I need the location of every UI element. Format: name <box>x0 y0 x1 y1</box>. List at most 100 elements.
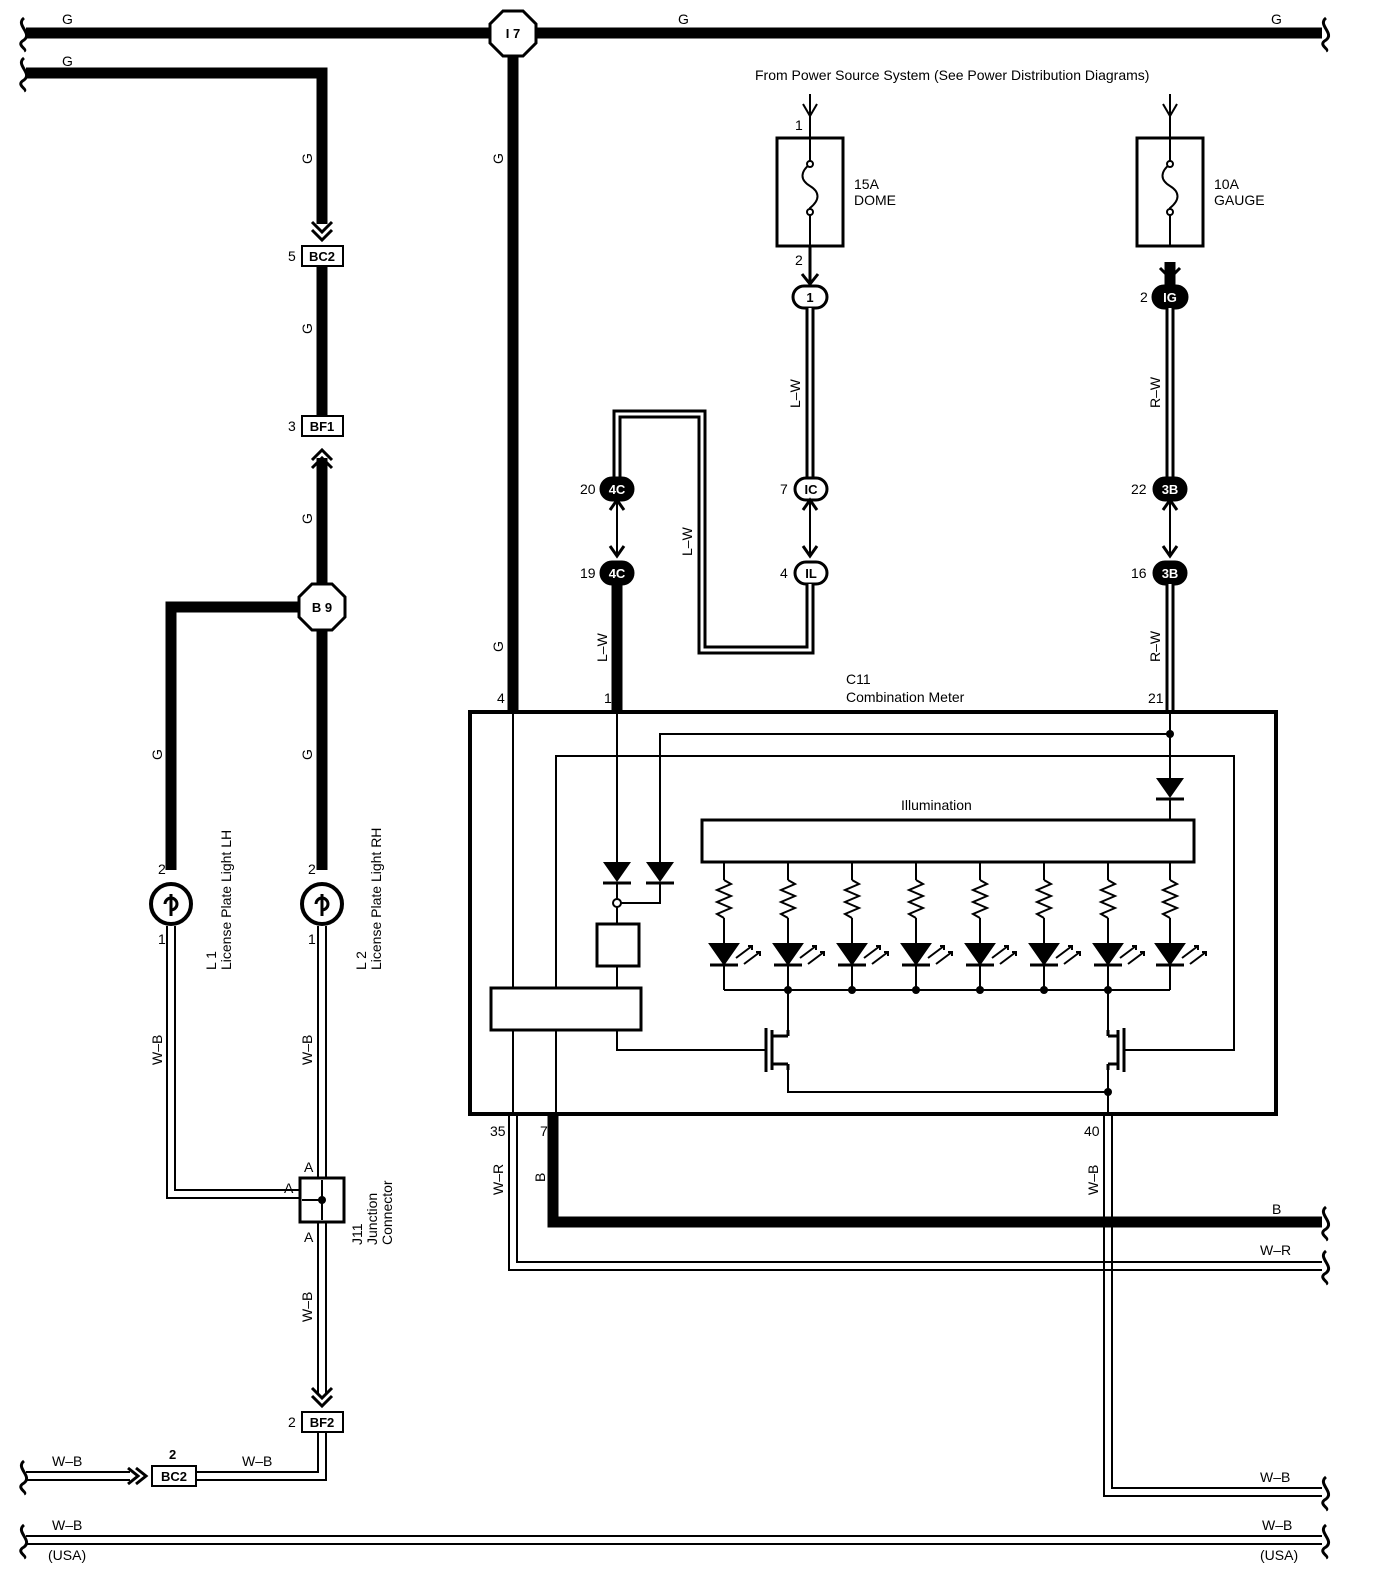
meter-pin: 4 <box>497 690 505 706</box>
transistor <box>1106 1028 1126 1072</box>
lamp-rh: 2 1 L 2 License Plate Light RH <box>300 828 384 970</box>
fuse-name: GAUGE <box>1214 192 1265 208</box>
meter-pin: 1 <box>604 690 612 706</box>
connector-pin: 5 <box>288 248 296 264</box>
g-bus-top: G G G <box>19 11 1331 53</box>
wire-color-label: W–B <box>52 1453 82 1469</box>
fuse-pin: 2 <box>795 252 803 268</box>
connector-id: IG <box>1163 290 1177 305</box>
connector-pin: 20 <box>580 481 596 497</box>
diode <box>1156 778 1184 801</box>
lamp-pin: 2 <box>158 861 166 877</box>
illumination-label: Illumination <box>901 797 972 813</box>
connector-id: 1 <box>806 290 813 305</box>
wire-color-label: W–R <box>490 1164 506 1195</box>
connector-id: BC2 <box>161 1469 187 1484</box>
lamp-pin: 2 <box>308 861 316 877</box>
wire-color-label: W–B <box>52 1517 82 1533</box>
wire-color-label: W–B <box>1085 1165 1101 1195</box>
junction-pin: A <box>284 1180 294 1196</box>
wire-color-label: W–B <box>1262 1517 1292 1533</box>
lamp-id: L 2 <box>353 951 369 970</box>
rw-wire-gauge: R–W <box>1147 308 1175 478</box>
connector-id: 4C <box>609 482 626 497</box>
wb-bus-usa: W–B W–B (USA) (USA) <box>19 1517 1331 1563</box>
wb-wires-lamps: W–B W–B <box>149 926 327 1199</box>
lamp-pin: 1 <box>158 931 166 947</box>
wire-color-label: G <box>299 749 315 760</box>
illumination-bar <box>700 818 1196 864</box>
junction-pin: A <box>304 1229 314 1245</box>
wire-color-label: W–B <box>299 1035 315 1065</box>
wire-color-label: G <box>678 11 689 27</box>
transistor <box>764 1028 790 1072</box>
connector-pin: 16 <box>1131 565 1147 581</box>
wr-wire: W–R W–R <box>490 1114 1331 1286</box>
g-wire-left: G G <box>19 53 334 243</box>
g-left-vertical: G G G G <box>149 266 334 870</box>
connector-il: IL 4 <box>780 560 829 586</box>
wire-color-label: G <box>1271 11 1282 27</box>
connector-ic: IC 7 <box>780 476 829 559</box>
splice-label: B 9 <box>312 600 332 615</box>
b-wire: B B <box>532 1114 1331 1242</box>
wire-color-label: G <box>490 153 506 164</box>
wb-wire-bc2-bottom: W–B W–B <box>19 1432 327 1496</box>
connector-pin: 4 <box>780 565 788 581</box>
connector-pin: 3 <box>288 418 296 434</box>
wire-color-label: G <box>149 749 165 760</box>
wire-color-label: R–W <box>1147 376 1163 408</box>
connector-1: 1 <box>791 284 829 310</box>
lamp-pin: 1 <box>308 931 316 947</box>
junction-j11: A A A J11 Junction Connector <box>284 1159 395 1245</box>
connector-id: IC <box>805 482 819 497</box>
splice-b9: B 9 <box>297 582 347 632</box>
wire-color-label: G <box>62 53 73 69</box>
wire-color-label: G <box>299 323 315 334</box>
connector-id: 4C <box>609 566 626 581</box>
connector-id: IL <box>805 566 817 581</box>
wire-color-label: W–B <box>299 1292 315 1322</box>
connector-pin: 7 <box>780 481 788 497</box>
fuse-rating: 15A <box>854 176 880 192</box>
splice-i7: I 7 G G <box>488 9 538 712</box>
meter-name: Combination Meter <box>846 689 965 705</box>
wire-color-label: L–W <box>679 526 695 556</box>
meter-pin: 40 <box>1084 1123 1100 1139</box>
wb-wire-bf2: W–B <box>299 1222 334 1409</box>
connector-pin: 2 <box>288 1414 296 1430</box>
wire-color-label: W–R <box>1260 1242 1291 1258</box>
lamp-id: L 1 <box>203 951 219 970</box>
connector-bc2-bottom: BC2 2 <box>151 1447 197 1487</box>
meter-pin: 35 <box>490 1123 506 1139</box>
lw-wire-loop: L–W <box>612 409 815 655</box>
combination-meter: C11 Combination Meter 4 1 21 35 7 40 <box>468 671 1278 1139</box>
wire-color-label: G <box>62 11 73 27</box>
wb-wire-meter: W–B W–B <box>1085 1114 1331 1512</box>
fuse-pin: 1 <box>795 117 803 133</box>
connector-pin: 19 <box>580 565 596 581</box>
fuse-rating: 10A <box>1214 176 1240 192</box>
diode <box>646 862 674 885</box>
meter-pin: 21 <box>1148 690 1164 706</box>
wire-color-label: W–B <box>1260 1469 1290 1485</box>
lamp-name: License Plate Light RH <box>368 828 384 970</box>
connector-bf2: BF2 2 <box>288 1411 344 1433</box>
rw-wire-meter: R–W <box>1147 584 1175 712</box>
connector-ig: IG 2 <box>1140 284 1189 310</box>
connector-bc2-top: BC2 5 <box>288 245 344 267</box>
lw-wire-meter: L–W <box>594 584 623 712</box>
market-label: (USA) <box>1260 1547 1298 1563</box>
connector-4c-19: 4C 19 <box>580 560 635 586</box>
splice-label: I 7 <box>506 26 520 41</box>
lamp-name: License Plate Light LH <box>218 830 234 970</box>
connector-3b-22: 3B 22 <box>1131 476 1188 559</box>
junction-pin: A <box>304 1159 314 1175</box>
connector-pin: 22 <box>1131 481 1147 497</box>
wire-color-label: W–B <box>149 1035 165 1065</box>
wire-color-label: L–W <box>787 378 803 408</box>
connector-bf1: BF1 3 <box>288 415 344 437</box>
meter-id: C11 <box>846 671 871 687</box>
control-module <box>489 986 643 1032</box>
